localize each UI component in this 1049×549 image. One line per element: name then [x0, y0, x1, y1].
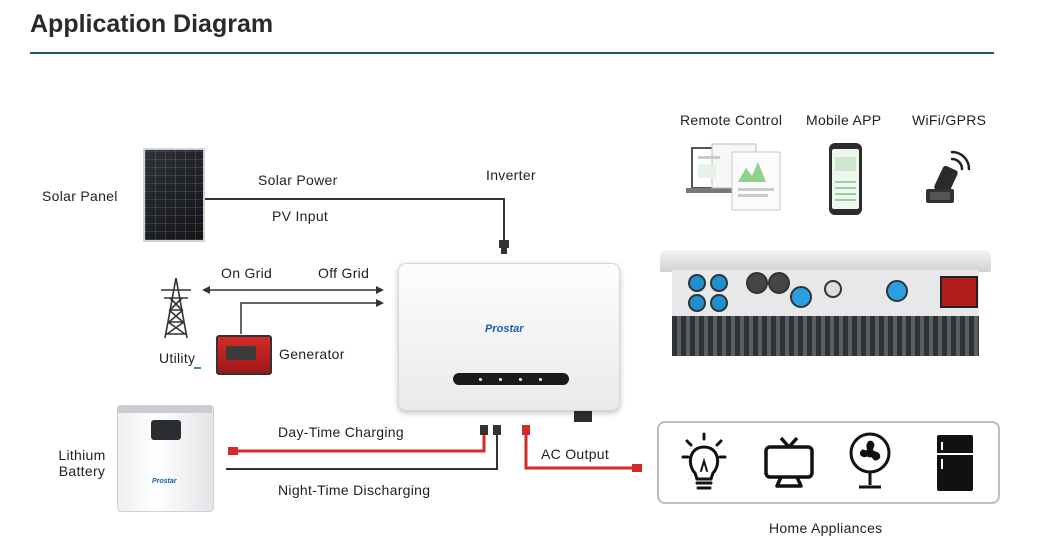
laptop-dashboard-icon: [686, 143, 781, 211]
pv-input-label: PV Input: [272, 208, 329, 224]
on-grid-arrow-right-icon: [376, 286, 384, 294]
tv-icon: [764, 436, 814, 488]
home-appliances-box: [657, 421, 1000, 504]
utility-indicator: [194, 367, 201, 369]
pylon-icon: [161, 277, 191, 339]
ac-output-label: AC Output: [541, 446, 610, 462]
ac-output-wire: [524, 432, 632, 470]
light-bulb-icon: [681, 432, 727, 490]
generator-wire: [240, 302, 376, 334]
night-discharging-wire: [226, 432, 498, 470]
home-appliances-label: Home Appliances: [769, 520, 883, 536]
inverter-plug-b-icon: [493, 425, 501, 435]
battery-display: [151, 420, 181, 440]
night-discharging-label: Night-Time Discharging: [278, 482, 431, 498]
refrigerator-icon: [937, 435, 973, 491]
inverter-label: Inverter: [486, 167, 536, 183]
inverter-led-bar: [453, 373, 569, 385]
inverter-bottom-view-image: [660, 250, 991, 358]
solar-panel-image: [143, 148, 205, 242]
page-title: Application Diagram: [30, 10, 274, 38]
battery-red-plug-icon: [228, 447, 238, 455]
pv-wire: [205, 198, 505, 240]
lithium-label: Lithium: [58, 447, 106, 463]
on-grid-arrow-left-icon: [202, 286, 210, 294]
mobile-phone-icon: [829, 143, 862, 215]
on-grid-label: On Grid: [221, 265, 273, 281]
inverter-image: Prostar: [398, 263, 620, 411]
off-grid-label: Off Grid: [318, 265, 370, 281]
solar-panel-label: Solar Panel: [42, 188, 118, 204]
battery-brand: Prostar: [152, 478, 177, 485]
generator-image: [216, 335, 272, 375]
lithium-battery-image: Prostar: [117, 405, 214, 512]
battery-label: Battery: [58, 463, 106, 479]
fan-icon: [849, 432, 891, 489]
wifi-dongle-icon: [926, 150, 971, 203]
day-charging-wire: [232, 432, 486, 453]
inverter-brand: Prostar: [485, 323, 524, 335]
generator-label: Generator: [279, 346, 345, 362]
title-divider: [30, 52, 994, 54]
mobile-app-label: Mobile APP: [806, 112, 882, 128]
pv-connector-icon: [499, 240, 509, 254]
utility-label: Utility: [159, 350, 196, 366]
wifi-gprs-label: WiFi/GPRS: [912, 112, 987, 128]
inverter-plug-a-icon: [480, 425, 488, 435]
inverter-terminal-icon: [574, 408, 592, 422]
remote-control-label: Remote Control: [680, 112, 783, 128]
solar-power-label: Solar Power: [258, 172, 338, 188]
day-charging-label: Day-Time Charging: [278, 424, 404, 440]
generator-arrow-icon: [376, 299, 384, 307]
